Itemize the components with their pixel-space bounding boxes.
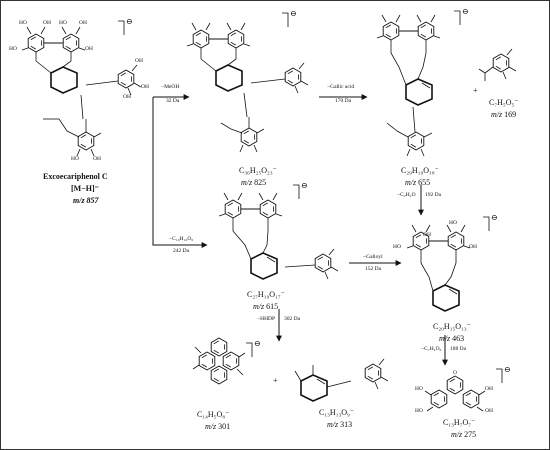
structure-825 [186,22,309,153]
parent-name: Excoecariphenol C [43,172,108,181]
atom-label: HO [449,220,457,226]
atom-label: OH [93,156,101,162]
parent-ion: [M−H]⁻ [71,184,99,193]
formula-169: C₇H₅O₅⁻ [489,98,519,107]
loss-hhdp: −HHDP [257,316,276,322]
loss-c10h10o6: −C₁₀H₁₀O₆ [169,236,194,242]
loss-gallic-da: 170 Da [335,98,352,104]
atom-label: OH [43,20,51,26]
charge-icon-301: ⊖ [254,339,261,348]
formula-655: C₂₉H₁₉O₁₈⁻ [401,166,439,175]
formula-615: C₂₇H₁₉O₁₇⁻ [247,290,285,299]
atom-label: OH [141,84,149,90]
structure-655 [376,14,441,157]
structure-463 [406,224,471,312]
atom-label: HO [393,244,401,250]
loss-meoh-da: 32 Da [166,98,180,104]
mz-169: m/z 169 [491,110,517,119]
atom-label: HO [19,20,27,26]
atom-label: HO [9,46,17,52]
loss-c2h2o-da: 192 Da [425,192,442,198]
atom-label: OH [85,46,93,52]
formula-313: C₁₃H₁₃O₉⁻ [319,408,355,417]
mz-655: m/z 655 [405,178,431,187]
plus-sign-2: + [273,376,278,385]
mz-301: m/z 301 [205,422,231,431]
mz-275: m/z 275 [451,430,477,439]
atom-label: HO [415,386,423,392]
loss-gallic: −Gallic acid [327,84,355,90]
mz-313: m/z 313 [327,420,353,429]
loss-meoh: −MeOH [161,84,180,90]
charge-icon-615: ⊖ [301,181,308,190]
structure-615 [218,192,339,280]
atom-label: OH [123,94,131,100]
charge-icon-857: ⊖ [126,17,133,26]
atom-label: OH [485,408,493,414]
plus-sign-1: + [473,86,478,95]
charge-icon-655: ⊖ [462,7,469,16]
parent-structure [21,26,142,157]
structure-301 [192,337,246,385]
loss-c10h10o6-da: 242 Da [173,248,190,254]
loss-c2h2o: −C₂H₂O [397,192,416,198]
structure-169 [478,48,517,81]
formula-463: C₂₀H₁₅O₁₃⁻ [433,322,471,331]
loss-galloyl-da: 152 Da [365,266,382,272]
charge-brackets [118,10,503,383]
atom-label: OH [135,58,143,64]
structure-275 [424,375,486,412]
parent-mz: m/z 857 [73,196,99,205]
atom-label: HO [415,408,423,414]
loss-c7h4o6-da: 188 Da [450,346,467,352]
formula-825: C₃₆H₂₅O₂₃⁻ [239,166,277,175]
mz-825: m/z 825 [241,178,267,187]
atom-label: OH [485,386,493,392]
charge-icon-825: ⊖ [290,9,297,18]
atom-label: OH [469,244,477,250]
arrow-857-to-615 [152,97,208,248]
atom-label: O [453,370,457,376]
atom-label: HO [59,20,67,26]
atom-label: HO [71,156,79,162]
charge-icon-275: ⊖ [504,365,511,374]
mz-463: m/z 463 [439,334,465,343]
loss-c7h4o6: −C₇H₄O₆ [421,346,442,352]
mz-615: m/z 615 [253,302,279,311]
formula-301: C₁₄H₅O₈⁻ [197,410,230,419]
formula-275: C₁₃H₇O₇⁻ [443,418,476,427]
atom-label: OH [423,232,431,238]
atom-label: OH [79,20,87,26]
structure-313 [294,358,389,402]
charge-icon-463: ⊖ [491,213,498,222]
loss-hhdp-da: 302 Da [284,316,301,322]
loss-galloyl: −Galloyl [363,254,383,260]
